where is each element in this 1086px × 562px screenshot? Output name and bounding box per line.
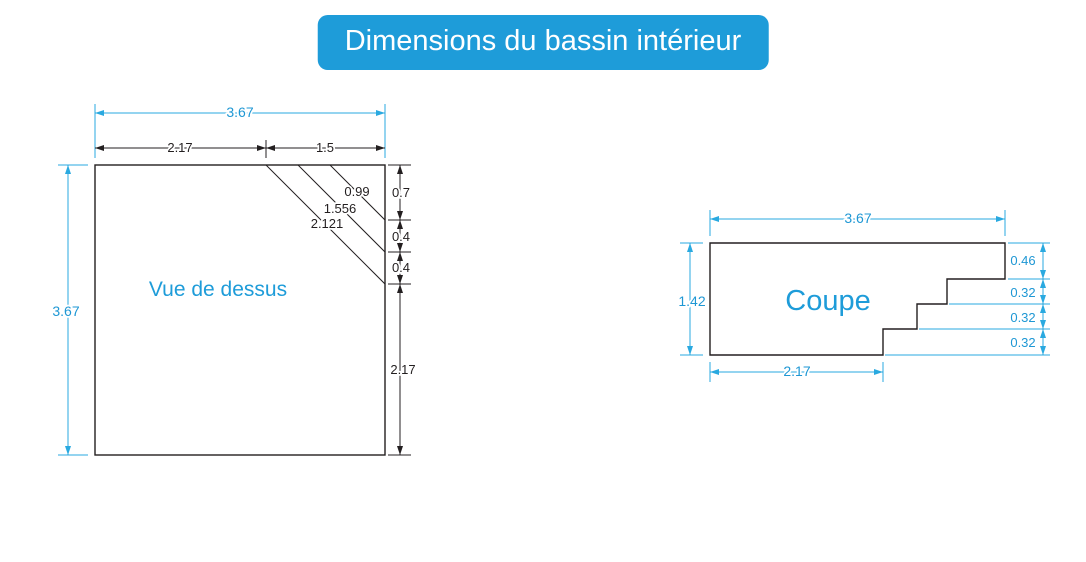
dim-label-step-4: 0.32	[1010, 335, 1035, 350]
top-view: 3.67 3.67 2.17 1.5 0.99 1.556 2.121 0.7 …	[51, 102, 417, 456]
top-view-title: Vue de dessus	[149, 278, 287, 301]
dim-label-total-height: 3.67	[52, 303, 79, 319]
dim-label-right-span: 1.5	[316, 140, 334, 155]
dim-label-right-seg-4: 2.17	[390, 362, 415, 377]
dim-label-section-top: 3.67	[844, 210, 871, 226]
title-banner: Dimensions du bassin intérieur	[317, 15, 769, 70]
dim-label-left-span: 2.17	[167, 140, 192, 155]
section-outline	[709, 242, 1006, 356]
section-view-title: Coupe	[785, 285, 870, 317]
stair-edge-line	[265, 164, 386, 285]
dim-label-right-seg-2: 0.4	[392, 229, 410, 244]
dim-label-step-2: 0.32	[1010, 285, 1035, 300]
dim-label-diagonal-2: 1.556	[324, 201, 357, 216]
section-view: 3.67 1.42 2.17 0.46 0.32 0.32 0.32 Coupe	[677, 208, 1050, 382]
stair-edge-line	[297, 164, 386, 253]
dim-label-total-width: 3.67	[226, 104, 253, 120]
stair-edge-line	[329, 164, 386, 221]
dim-label-diagonal-1: 0.99	[344, 184, 369, 199]
dim-label-diagonal-3: 2.121	[311, 216, 344, 231]
dim-label-step-3: 0.32	[1010, 310, 1035, 325]
dim-label-right-seg-1: 0.7	[392, 185, 410, 200]
dim-label-section-bottom: 2.17	[783, 363, 810, 379]
dim-label-section-left: 1.42	[678, 293, 705, 309]
dim-label-step-1: 0.46	[1010, 253, 1035, 268]
dim-label-right-seg-3: 0.4	[392, 260, 410, 275]
pool-outline	[94, 164, 386, 456]
